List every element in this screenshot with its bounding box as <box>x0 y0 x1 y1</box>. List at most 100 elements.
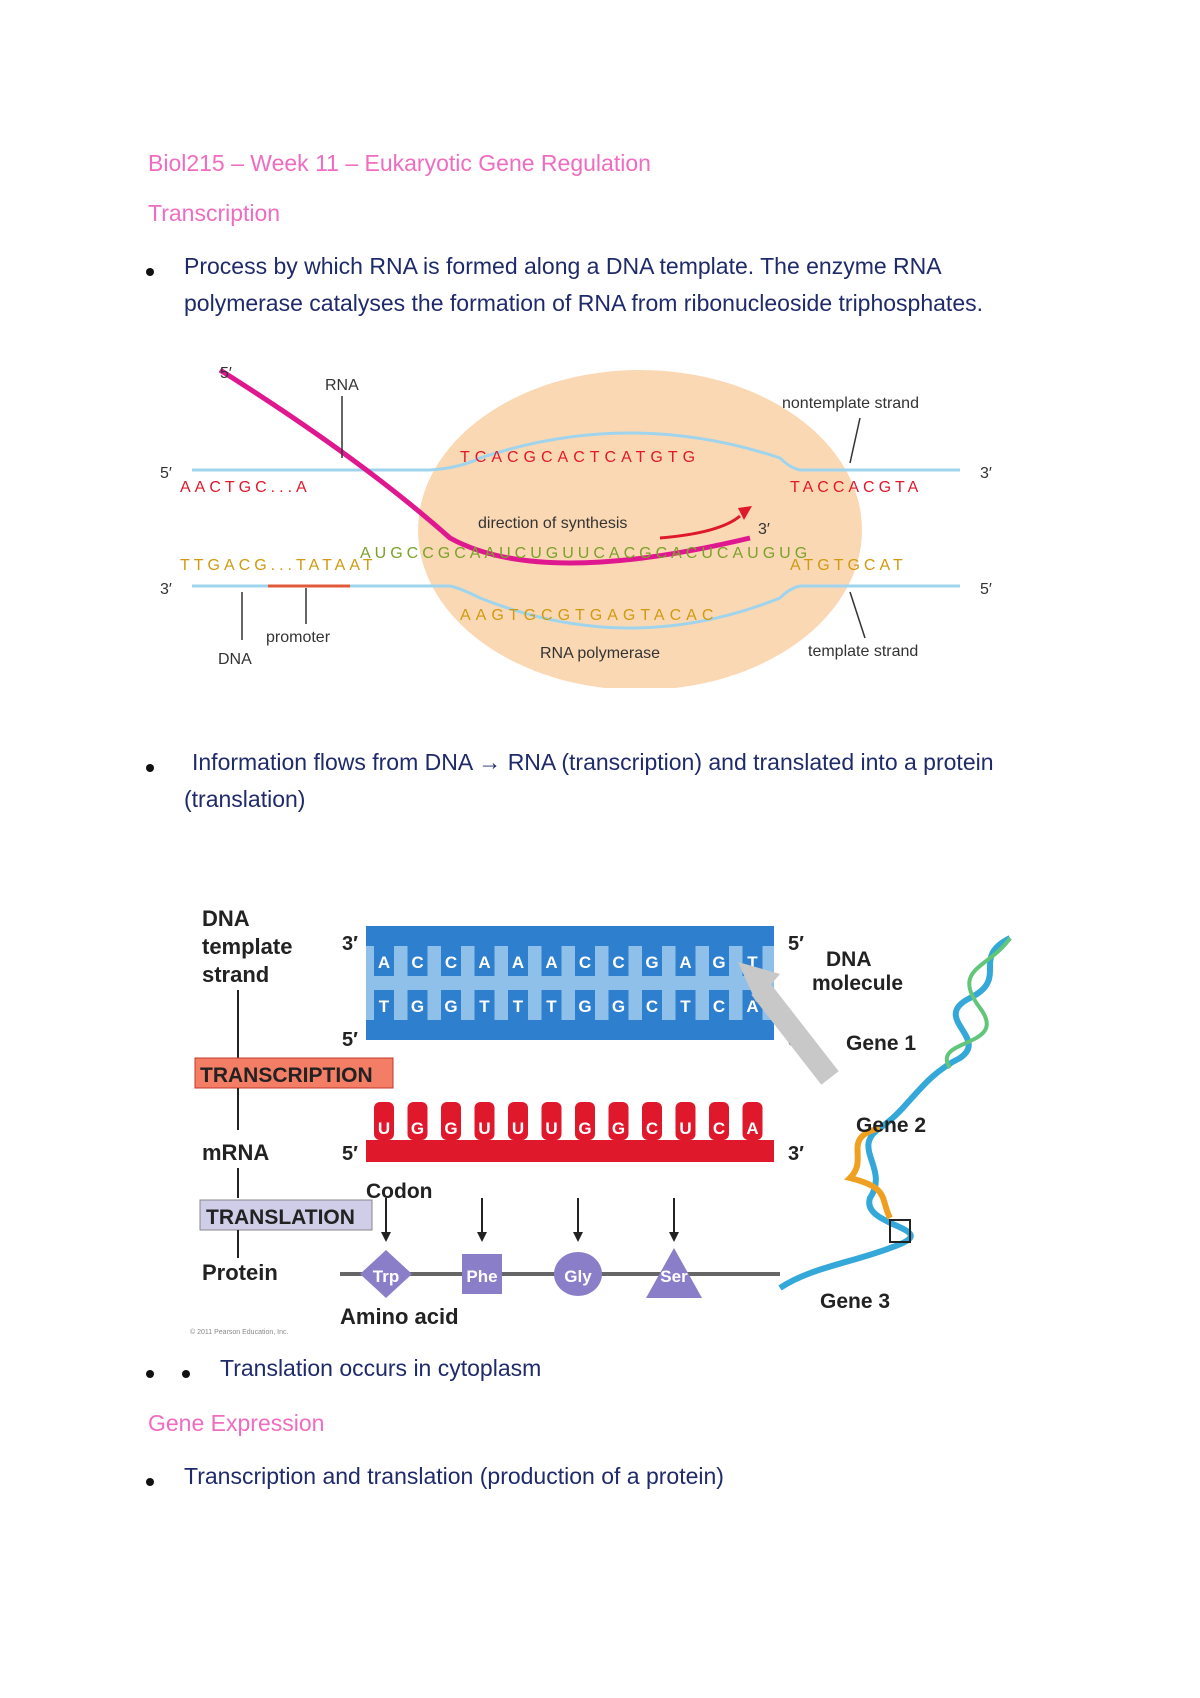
label-3prime-rna: 3′ <box>758 521 770 538</box>
dna-base-top-letter: G <box>712 953 725 972</box>
dna-base-top <box>642 946 662 976</box>
dna-base-top-letter: G <box>645 953 658 972</box>
heading-transcription: Transcription <box>148 200 281 226</box>
label-promoter: promoter <box>266 629 331 646</box>
dna-base-bottom-letter: G <box>444 997 457 1016</box>
mrna-base <box>474 1102 495 1140</box>
dna-base-bottom-letter: T <box>379 997 390 1016</box>
label-gene-3: Gene 3 <box>820 1290 890 1313</box>
dna-base-bottom-letter: G <box>578 997 591 1016</box>
dna-base-bottom-letter: T <box>513 997 524 1016</box>
dna-base-top <box>374 946 394 976</box>
amino-acid-shape <box>554 1252 602 1296</box>
dna-base-top <box>608 946 629 976</box>
label-codon: Codon <box>366 1180 432 1203</box>
mrna-base-letter: G <box>411 1119 424 1138</box>
label-rna-polymerase: RNA polymerase <box>540 645 660 662</box>
dna-base-bottom <box>642 990 662 1020</box>
zoom-box <box>889 1219 911 1243</box>
dna-base-bottom-letter: T <box>546 997 557 1016</box>
label-dna-molecule-1: DNA <box>826 948 872 971</box>
dna-base-bottom-letter: G <box>612 997 625 1016</box>
amino-acid-label: Ser <box>660 1267 688 1286</box>
mrna-base-letter: U <box>378 1119 390 1138</box>
sequence-bottom-left: TTGACG...TATAAT <box>180 557 377 574</box>
sequence-bubble-bottom: AAGTGCGTGAGTACAC <box>460 607 718 624</box>
codon-arrow-head <box>381 1232 391 1242</box>
amino-acid-shape <box>646 1248 702 1298</box>
transcription-diagram: 5′ 5′ 3′ 3′ 5′ 3′ AACTGC...A TACCACGTA T… <box>160 365 992 688</box>
dna-base-top-letter: C <box>445 953 457 972</box>
label-3prime-bottom: 3′ <box>160 581 172 598</box>
mrna-base-letter: G <box>578 1119 591 1138</box>
dna-base-bottom-letter: C <box>713 997 725 1016</box>
heading-gene-expression: Gene Expression <box>148 1410 325 1436</box>
mrna-base <box>575 1102 595 1140</box>
codon-arrow-head <box>573 1232 583 1242</box>
dna-base-top <box>575 946 595 976</box>
dna-base-bottom <box>675 990 696 1020</box>
label-transcription: TRANSCRIPTION <box>200 1064 373 1087</box>
dna-base-top-letter: C <box>612 953 624 972</box>
dna-base-bottom <box>374 990 394 1020</box>
bullet-dot <box>146 268 154 276</box>
mrna-base-letter: U <box>478 1119 490 1138</box>
mrna-base <box>508 1102 528 1140</box>
sequence-rna: AUGCCGCAAUCUGUUCACGCACUCAUGUG <box>360 545 811 562</box>
label-gene-1: Gene 1 <box>846 1032 916 1055</box>
label-5prime-mrna: 5′ <box>342 1143 358 1165</box>
label-dna: DNA <box>218 651 252 668</box>
dna-base-top <box>508 946 528 976</box>
dna-base-bottom <box>508 990 528 1020</box>
document-title: Biol215 – Week 11 – Eukaryotic Gene Regu… <box>148 150 651 176</box>
codon-arrow-head <box>669 1232 679 1242</box>
dna-base-bottom-letter: T <box>479 997 490 1016</box>
label-dna-molecule-2: molecule <box>812 972 903 995</box>
dna-base-top <box>474 946 495 976</box>
dna-base-bottom-letter: C <box>646 997 658 1016</box>
dna-base-bottom <box>441 990 461 1020</box>
dna-base-bottom <box>575 990 595 1020</box>
direction-arrow <box>659 514 741 540</box>
mrna-base-letter: C <box>713 1119 725 1138</box>
dna-base-top-letter: A <box>545 953 557 972</box>
label-3prime-mrna: 3′ <box>788 1143 804 1165</box>
dna-base-top-letter: A <box>378 953 390 972</box>
label-template-strand: template strand <box>808 643 918 660</box>
gene-2-segment <box>844 1125 893 1220</box>
label-5prime-template: 5′ <box>342 1029 358 1051</box>
dna-base-bottom-letter: T <box>680 997 691 1016</box>
zoom-arrow <box>751 981 839 1085</box>
codon-arrow-head <box>477 1232 487 1242</box>
mrna-base <box>742 1102 763 1140</box>
mrna-base <box>608 1102 629 1140</box>
label-5prime-bottom: 5′ <box>980 581 992 598</box>
bullet-dot <box>146 764 154 772</box>
label-amino-acid: Amino acid <box>340 1304 459 1329</box>
dna-base-bottom <box>474 990 495 1020</box>
mrna-base-letter: U <box>679 1119 691 1138</box>
mrna-base <box>441 1102 461 1140</box>
translation-box <box>199 1199 373 1231</box>
mrna-base-letter: G <box>612 1119 625 1138</box>
mrna-base <box>541 1102 562 1140</box>
paragraph-transcription-def: Process by which RNA is formed along a D… <box>184 253 984 316</box>
dna-base-top-letter: C <box>579 953 591 972</box>
rna-strand <box>218 367 751 566</box>
label-5prime-right: 5′ <box>788 933 804 955</box>
label-direction-of-synthesis: direction of synthesis <box>478 515 627 532</box>
dna-base-top-letter: A <box>512 953 524 972</box>
transcription-box <box>194 1057 394 1089</box>
mrna-base <box>374 1102 394 1140</box>
amino-acid-shape <box>360 1250 412 1298</box>
paragraph-translation-location: Translation occurs in cytoplasm <box>220 1355 542 1381</box>
dna-base-top-letter: T <box>747 953 758 972</box>
dna-base-bottom-letter: A <box>746 997 758 1016</box>
mrna-backbone <box>366 1140 774 1162</box>
mrna-base <box>642 1102 662 1140</box>
mrna-base-letter: U <box>545 1119 557 1138</box>
